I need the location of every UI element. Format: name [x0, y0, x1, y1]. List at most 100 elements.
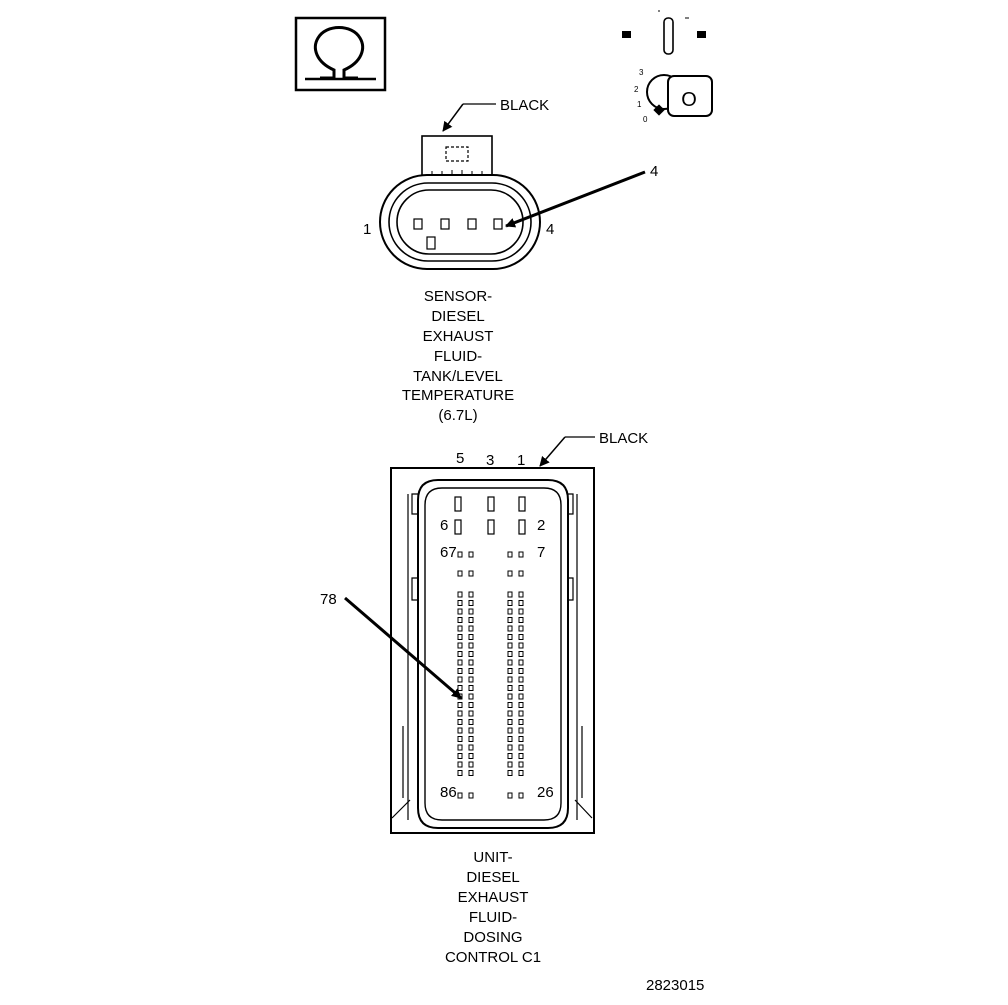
svg-text:FLUID-: FLUID-	[469, 909, 517, 926]
pin-cavity	[518, 761, 524, 768]
pin-cavity	[518, 753, 524, 759]
pin-cavity	[518, 600, 524, 606]
pin-cavity	[468, 770, 474, 776]
pin-cavity	[507, 668, 513, 674]
svg-text:SENSOR-: SENSOR-	[424, 288, 492, 305]
pin-cavity	[468, 591, 474, 598]
pin-cavity	[457, 761, 463, 768]
pin-cavity	[468, 710, 474, 717]
pin-cavity	[518, 702, 524, 708]
svg-text:UNIT-: UNIT-	[473, 849, 512, 866]
pin-cavity	[507, 676, 513, 683]
pin-cavity	[507, 551, 513, 558]
pin-cavity	[507, 625, 513, 632]
ignition-position-3: 3	[639, 68, 644, 77]
pin-cavity	[468, 792, 474, 799]
pin-cavity	[468, 617, 474, 623]
pin-cavity	[457, 642, 463, 649]
pin-cavity	[507, 600, 513, 606]
pin-cavity	[518, 617, 524, 623]
svg-text:TANK/LEVEL: TANK/LEVEL	[413, 368, 503, 385]
pin-cavity	[518, 634, 524, 640]
svg-text:(6.7L): (6.7L)	[438, 407, 477, 424]
pin-cavity	[457, 792, 463, 799]
dosing-pin-3-label: 3	[486, 452, 494, 469]
pin-cavity	[518, 727, 524, 734]
ignition-key-label: O	[681, 89, 697, 111]
pin-cavity	[468, 600, 474, 606]
dosing-connector: BLACK 5 3 1 6 2 67 7 86 26 78 UNIT-	[320, 430, 648, 966]
pin-cavity	[518, 792, 524, 799]
pin-cavity	[468, 642, 474, 649]
pin-cavity	[518, 642, 524, 649]
pin-cavity	[457, 736, 463, 742]
pin-cavity	[468, 551, 474, 558]
pin-cavity	[518, 719, 524, 725]
pin-cavity	[507, 710, 513, 717]
svg-text:DIESEL: DIESEL	[431, 308, 484, 325]
small-pin-cavities	[457, 551, 524, 799]
svg-text:FLUID-: FLUID-	[434, 348, 482, 365]
ignition-position-2: 2	[634, 85, 639, 94]
large-pin-cavities	[454, 496, 526, 535]
pin-cavity	[468, 702, 474, 708]
svg-text:DIESEL: DIESEL	[466, 869, 519, 886]
pin-cavity	[507, 608, 513, 615]
pin-cavity	[457, 570, 463, 577]
pin-cavity	[518, 770, 524, 776]
pin-cavity	[507, 744, 513, 751]
svg-text:DOSING: DOSING	[463, 929, 522, 946]
pin-cavity	[507, 642, 513, 649]
pin-cavity	[457, 617, 463, 623]
pin-cavity	[507, 651, 513, 657]
pin-cavity	[457, 551, 463, 558]
pin-cavity	[518, 608, 524, 615]
pin-cavity	[457, 744, 463, 751]
pin-cavity	[468, 651, 474, 657]
svg-text:EXHAUST: EXHAUST	[458, 889, 529, 906]
pin-cavity	[457, 702, 463, 708]
svg-text:EXHAUST: EXHAUST	[423, 328, 494, 345]
svg-text:TEMPERATURE: TEMPERATURE	[402, 387, 514, 404]
pin-cavity	[518, 668, 524, 674]
figure-number: 2823015	[646, 977, 704, 994]
pin-cavity	[518, 676, 524, 683]
sensor-pin-1-label: 1	[363, 221, 371, 238]
pin-cavity	[507, 753, 513, 759]
ignition-position-0: 0	[643, 115, 648, 124]
dosing-caption: UNIT- DIESEL EXHAUST FLUID- DOSING CONTR…	[445, 849, 541, 966]
pin-cavity	[468, 761, 474, 768]
pin-cavity	[457, 676, 463, 683]
pin-cavity	[457, 753, 463, 759]
pin-cavity	[507, 702, 513, 708]
pin-cavity	[507, 634, 513, 640]
pin-cavity	[468, 676, 474, 683]
pin-cavity	[457, 600, 463, 606]
pin-cavity	[468, 570, 474, 577]
dosing-pin-5-label: 5	[456, 450, 464, 467]
pin-cavity	[468, 625, 474, 632]
pin-cavity	[507, 685, 513, 691]
pin-cavity	[518, 693, 524, 700]
ignition-position-1: 1	[637, 100, 642, 109]
pin-cavity	[507, 792, 513, 799]
pin-cavity	[457, 634, 463, 640]
pin-cavity	[457, 659, 463, 666]
pin-cavity	[468, 634, 474, 640]
pin-cavity	[468, 719, 474, 725]
pin-cavity	[518, 736, 524, 742]
pin-cavity	[507, 719, 513, 725]
dosing-pin-2-label: 2	[537, 517, 545, 534]
pin-cavity	[507, 761, 513, 768]
pin-cavity	[457, 710, 463, 717]
pin-cavity	[468, 744, 474, 751]
sensor-color-label: BLACK	[500, 97, 549, 114]
pin-cavity	[468, 753, 474, 759]
pin-cavity	[457, 608, 463, 615]
pin-cavity	[507, 659, 513, 666]
sensor-pin-4-label: 4	[546, 221, 554, 238]
pin-cavity	[468, 668, 474, 674]
pin-cavity	[507, 727, 513, 734]
pin-cavity	[468, 736, 474, 742]
pin-cavity	[518, 685, 524, 691]
